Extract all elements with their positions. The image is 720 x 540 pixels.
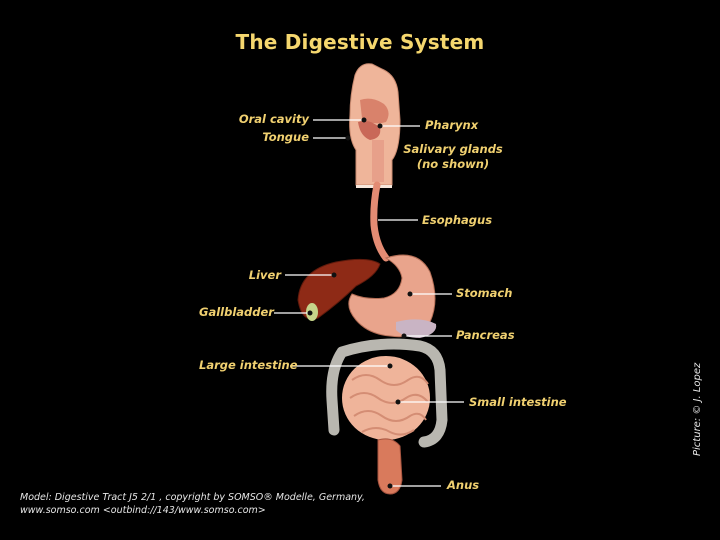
label-salivary-line1: Salivary glands — [400, 142, 506, 157]
label-small-intestine: Small intestine — [469, 395, 567, 410]
label-pharynx: Pharynx — [425, 118, 478, 133]
label-anus: Anus — [447, 478, 479, 493]
label-stomach: Stomach — [456, 286, 512, 301]
label-salivary-line2: (no shown) — [400, 157, 506, 172]
esophagus-shape — [374, 185, 386, 258]
label-tongue: Tongue — [205, 130, 309, 145]
model-credit: Model: Digestive Tract J5 2/1 , copyrigh… — [20, 491, 365, 517]
label-esophagus: Esophagus — [422, 213, 492, 228]
model-credit-line2: www.somso.com <outbind://143/www.somso.c… — [20, 504, 365, 517]
label-liver: Liver — [200, 268, 281, 283]
label-salivary-glands: Salivary glands (no shown) — [400, 142, 506, 172]
small-intestine-shape — [342, 356, 430, 440]
label-oral-cavity: Oral cavity — [205, 112, 309, 127]
label-pancreas: Pancreas — [456, 328, 515, 343]
label-large-intestine: Large intestine — [199, 358, 298, 373]
label-gallbladder: Gallbladder — [199, 305, 274, 320]
model-credit-line1: Model: Digestive Tract J5 2/1 , copyrigh… — [20, 491, 365, 504]
picture-credit: Picture: © J. Lopez — [692, 363, 703, 456]
